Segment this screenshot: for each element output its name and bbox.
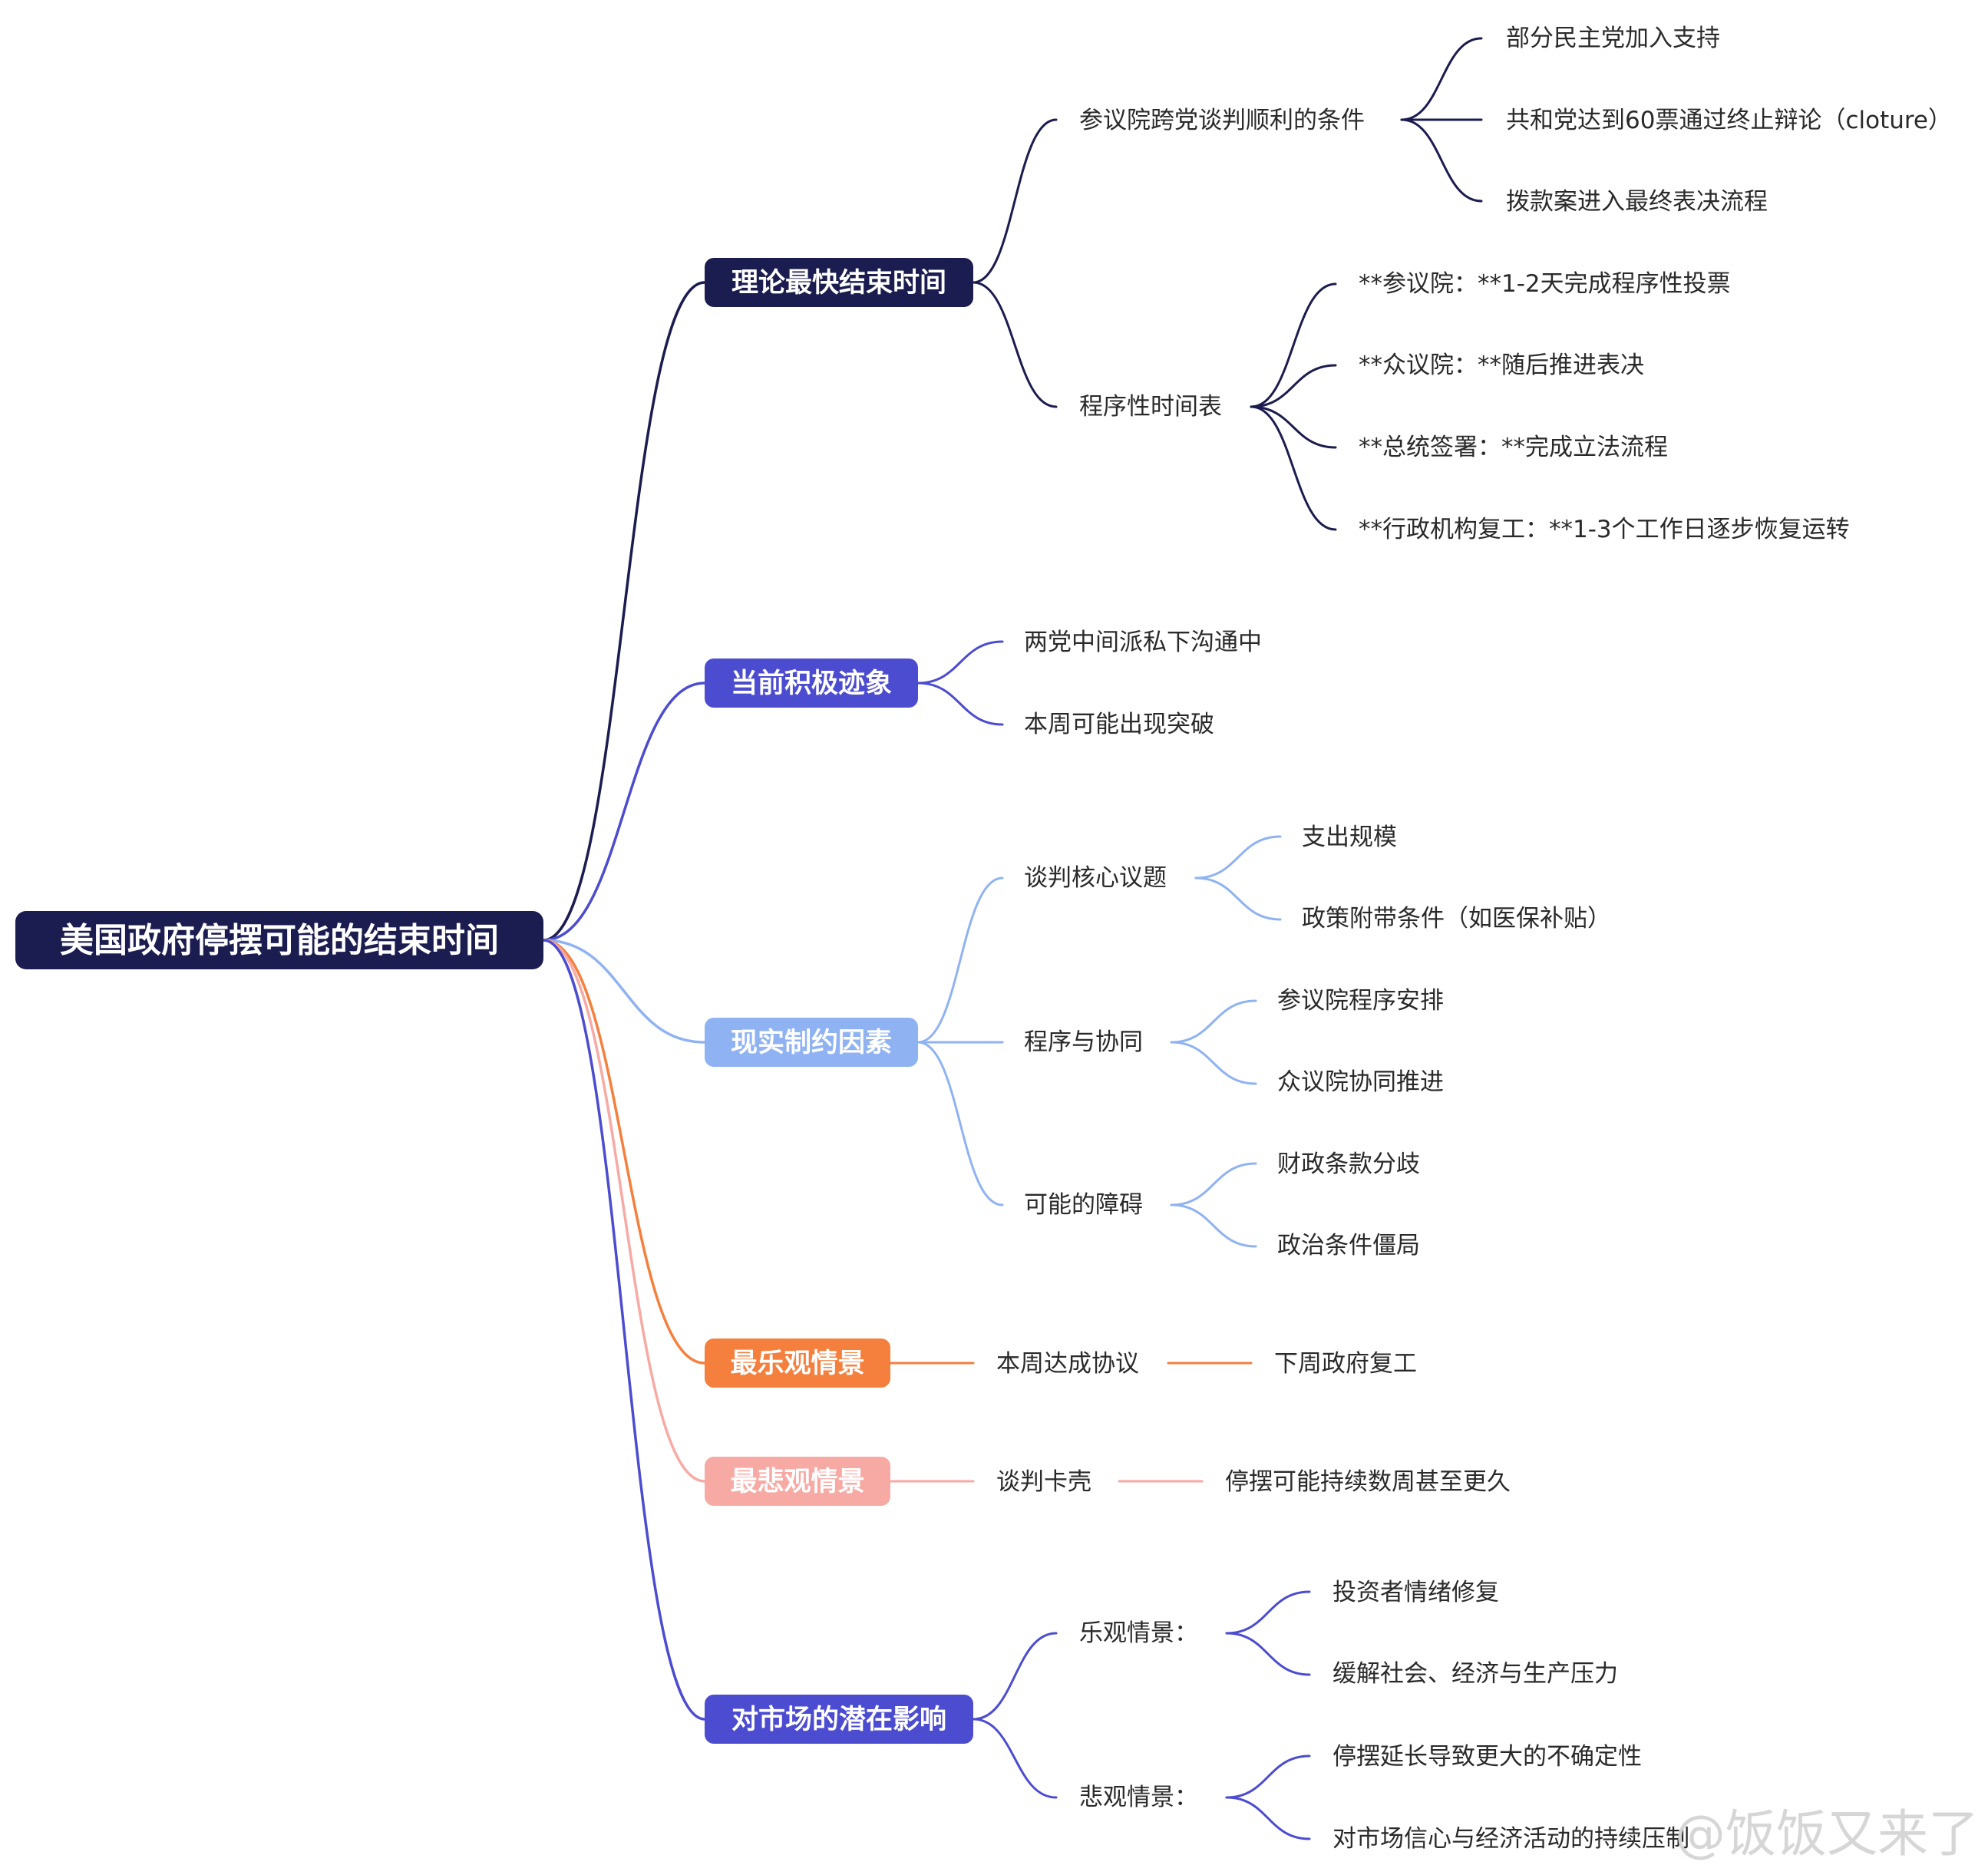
node-ease-pressure[interactable]: 缓解社会、经济与生产压力	[1332, 1660, 1618, 1688]
node-senate-schedule[interactable]: 参议院程序安排	[1277, 987, 1444, 1015]
edge-obstacles-1	[1170, 1203, 1257, 1248]
edge-timeline-0	[1250, 282, 1337, 408]
edge-constraints-obstacles	[916, 1041, 1004, 1206]
edge-positive-0	[916, 640, 1004, 685]
edge-process-0	[1170, 999, 1257, 1044]
edge-timeline-2	[1250, 405, 1337, 449]
node-house-coordination[interactable]: 众议院协同推进	[1277, 1068, 1444, 1096]
node-possible-obstacles[interactable]: 可能的障碍	[1024, 1191, 1143, 1219]
node-investor-sentiment[interactable]: 投资者情绪修复	[1332, 1579, 1499, 1606]
edge-issues-0	[1194, 835, 1282, 880]
edge-market-optimistic	[972, 1632, 1058, 1721]
node-house-vote[interactable]: **众议院：**随后推进表决	[1359, 352, 1644, 379]
edge-process-1	[1170, 1041, 1257, 1085]
node-final-vote[interactable]: 拨款案进入最终表决流程	[1506, 188, 1768, 216]
edge-root-constraints	[542, 939, 706, 1044]
edge-conditions-2	[1400, 118, 1483, 203]
node-president-sign[interactable]: **总统签署：**完成立法流程	[1359, 434, 1668, 461]
edge-mpes-1	[1225, 1796, 1311, 1840]
edge-issues-1	[1194, 876, 1282, 921]
node-political-deadlock[interactable]: 政治条件僵局	[1277, 1232, 1420, 1259]
node-cloture-60[interactable]: 共和党达到60票通过终止辩论（cloture）	[1506, 107, 1952, 134]
branch-market-label: 对市场的潜在影响	[731, 1705, 946, 1735]
watermark: @饭饭又来了	[1675, 1804, 1979, 1863]
edge-constraints-issues	[916, 876, 1004, 1044]
node-more-uncertainty[interactable]: 停摆延长导致更大的不确定性	[1332, 1743, 1642, 1771]
edge-positive-1	[916, 682, 1004, 726]
edge-timeline-3	[1250, 405, 1337, 531]
branch-constraints[interactable]: 现实制约因素	[705, 1018, 918, 1067]
node-agencies-resume[interactable]: **行政机构复工：**1-3个工作日逐步恢复运转	[1359, 516, 1850, 543]
branch-market[interactable]: 对市场的潜在影响	[705, 1695, 973, 1744]
edge-root-theory	[542, 281, 706, 942]
root-node[interactable]: 美国政府停摆可能的结束时间	[15, 911, 543, 969]
edge-mopt-0	[1225, 1590, 1311, 1635]
edge-theory-conditions	[972, 118, 1058, 284]
node-senate-conditions[interactable]: 参议院跨党谈判顺利的条件	[1079, 107, 1365, 134]
connector-lines	[542, 37, 1483, 1840]
edge-conditions-0	[1400, 37, 1483, 121]
node-fiscal-disagreement[interactable]: 财政条款分歧	[1277, 1150, 1420, 1178]
node-procedural-timeline[interactable]: 程序性时间表	[1079, 393, 1222, 421]
node-spending-scale[interactable]: 支出规模	[1302, 824, 1397, 851]
branch-positive-label: 当前积极迹象	[731, 668, 892, 699]
node-moderates-talks[interactable]: 两党中间派私下沟通中	[1024, 629, 1262, 656]
root-label: 美国政府停摆可能的结束时间	[60, 921, 499, 960]
branch-pessimistic[interactable]: 最悲观情景	[705, 1457, 890, 1506]
node-policy-riders[interactable]: 政策附带条件（如医保补贴）	[1302, 905, 1611, 932]
edge-timeline-1	[1250, 364, 1337, 408]
node-core-issues[interactable]: 谈判核心议题	[1024, 864, 1167, 892]
node-talks-stalled[interactable]: 谈判卡壳	[996, 1468, 1091, 1496]
edge-root-market	[542, 939, 706, 1721]
edge-theory-timeline	[972, 281, 1058, 408]
node-dems-support[interactable]: 部分民主党加入支持	[1506, 25, 1720, 52]
node-process-coordination[interactable]: 程序与协同	[1024, 1028, 1143, 1056]
branch-theory[interactable]: 理论最快结束时间	[705, 258, 973, 307]
node-market-pessimistic[interactable]: 悲观情景：	[1079, 1784, 1198, 1811]
edge-root-pessimistic	[542, 939, 706, 1483]
node-deal-this-week[interactable]: 本周达成协议	[996, 1350, 1139, 1378]
node-breakthrough[interactable]: 本周可能出现突破	[1024, 711, 1214, 738]
edge-root-positive	[542, 682, 706, 942]
branch-optimistic[interactable]: 最乐观情景	[705, 1339, 890, 1388]
edge-market-pessimistic	[972, 1718, 1058, 1799]
node-market-optimistic[interactable]: 乐观情景：	[1079, 1619, 1198, 1647]
node-reopen-next-week[interactable]: 下周政府复工	[1274, 1350, 1417, 1378]
branch-positive[interactable]: 当前积极迹象	[705, 659, 918, 708]
node-senate-votes[interactable]: **参议院：**1-2天完成程序性投票	[1359, 270, 1731, 298]
edge-obstacles-0	[1170, 1162, 1257, 1206]
edge-mpes-0	[1225, 1754, 1311, 1799]
node-shutdown-weeks[interactable]: 停摆可能持续数周甚至更久	[1225, 1468, 1511, 1496]
branch-constraints-label: 现实制约因素	[731, 1028, 892, 1058]
node-confidence-pressure[interactable]: 对市场信心与经济活动的持续压制	[1332, 1825, 1689, 1853]
branch-theory-label: 理论最快结束时间	[731, 268, 946, 299]
branch-optimistic-label: 最乐观情景	[730, 1348, 864, 1379]
edge-root-optimistic	[542, 939, 706, 1365]
edge-mopt-1	[1225, 1632, 1311, 1676]
branch-pessimistic-label: 最悲观情景	[730, 1467, 864, 1497]
